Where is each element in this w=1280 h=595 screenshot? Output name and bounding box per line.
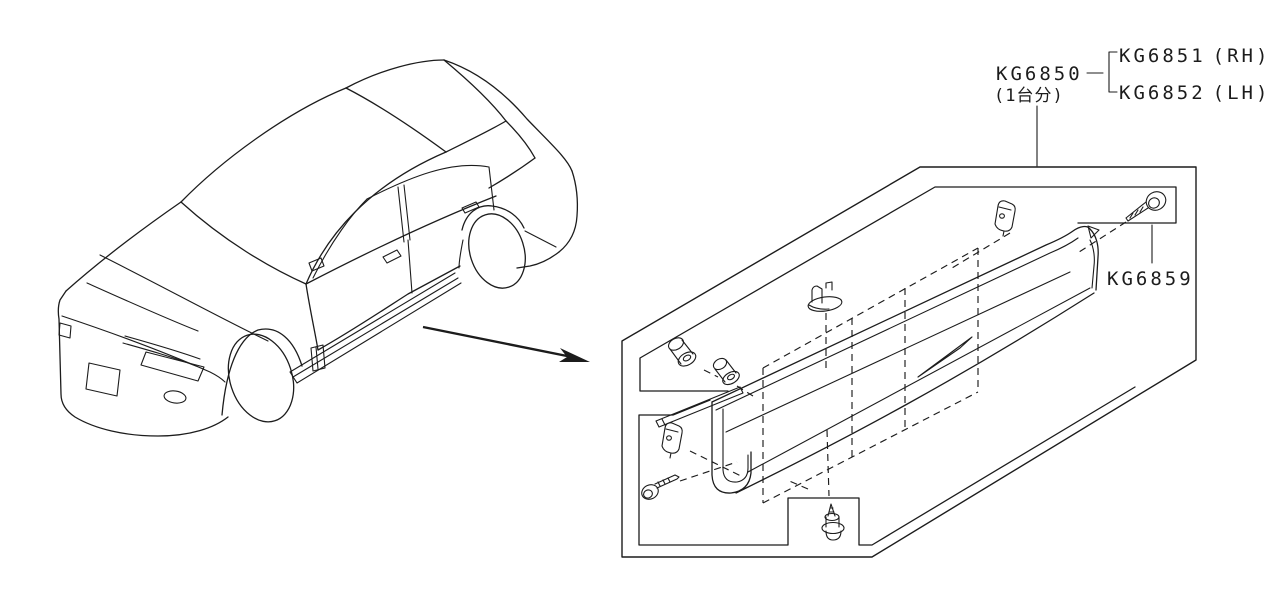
dome-clip bbox=[807, 281, 843, 312]
part-highlight-wedge bbox=[917, 336, 973, 378]
rear-wheel-arch bbox=[461, 205, 525, 231]
left-clip bbox=[661, 422, 683, 459]
inner-frame-top bbox=[639, 186, 1177, 392]
phantom-top-diagonal bbox=[762, 247, 979, 369]
side-window-top bbox=[366, 164, 490, 200]
garnish-strip bbox=[655, 386, 744, 428]
c-pillar-edge bbox=[505, 120, 536, 159]
leader-top-clip bbox=[951, 232, 1011, 269]
rear-wheel bbox=[468, 213, 526, 289]
rear-deck-line bbox=[488, 157, 536, 189]
roof-front-edge bbox=[345, 87, 447, 153]
side-mirror bbox=[308, 257, 325, 272]
beltline bbox=[305, 195, 497, 285]
phantom-lines bbox=[679, 221, 1127, 504]
front-door-edge bbox=[305, 283, 319, 351]
part-top-edge bbox=[711, 225, 1099, 403]
lh-code: KG6852 bbox=[1119, 82, 1206, 104]
part-mid-line bbox=[725, 271, 1071, 433]
hood-left-edge bbox=[65, 201, 182, 292]
door-divider bbox=[407, 239, 413, 294]
rear-silhouette bbox=[443, 59, 573, 172]
strip-outline bbox=[655, 386, 744, 428]
leader-grommets bbox=[703, 369, 754, 397]
a-pillar-silhouette bbox=[180, 87, 347, 203]
front-window-edge bbox=[312, 198, 368, 279]
part-ridge-line bbox=[715, 237, 1079, 411]
part-bottom-edge bbox=[735, 292, 1095, 494]
rh-side: (RH) bbox=[1213, 45, 1271, 67]
rh-code: KG6851 bbox=[1119, 45, 1206, 67]
roof-top-edge bbox=[345, 59, 445, 89]
label-lh-part: KG6852 (LH) bbox=[1119, 82, 1270, 104]
label-assembly-code: KG6850 bbox=[996, 63, 1083, 85]
cowl-line bbox=[180, 201, 307, 285]
rear-door-handle bbox=[461, 201, 480, 214]
rear-bumper-bottom bbox=[516, 251, 560, 269]
side-sill-spoiler-part bbox=[711, 225, 1100, 494]
callout-leaders bbox=[1036, 51, 1153, 264]
leader-dome-clip bbox=[825, 313, 830, 497]
quarter-window-divider bbox=[488, 166, 495, 211]
kg6859-screw bbox=[1125, 191, 1167, 222]
label-rh-part: KG6851 (RH) bbox=[1119, 45, 1270, 67]
part-end-inner-curve bbox=[1089, 239, 1095, 289]
inner-frame-bottom bbox=[638, 386, 1136, 546]
arch-flange bbox=[310, 344, 326, 372]
leader-kg6859-screw bbox=[1075, 221, 1127, 255]
left-screw bbox=[641, 474, 680, 500]
push-rivet bbox=[821, 503, 845, 541]
roof-rear-edge bbox=[443, 59, 507, 122]
pointer-arrow bbox=[422, 325, 590, 362]
bracket bbox=[1108, 51, 1118, 93]
trunk-right-edge bbox=[558, 170, 578, 253]
arrow-head-icon bbox=[559, 348, 590, 362]
grommet-a bbox=[667, 337, 697, 367]
license-plate bbox=[85, 362, 121, 397]
label-assembly-qty: (1台分) bbox=[994, 86, 1064, 106]
hood-crease-1 bbox=[99, 254, 269, 342]
label-kg6859: KG6859 bbox=[1107, 268, 1194, 290]
leader-rivet bbox=[786, 479, 809, 490]
grille-slats bbox=[122, 335, 201, 367]
arrow-shaft bbox=[422, 325, 573, 359]
b-pillar bbox=[397, 184, 411, 243]
hood-crease-2 bbox=[86, 282, 199, 332]
part-left-cap bbox=[711, 401, 752, 494]
outer-frame bbox=[621, 166, 1197, 558]
part-left-cap-inner bbox=[722, 408, 749, 483]
door-bottom-line bbox=[317, 265, 461, 351]
fog-light bbox=[163, 390, 187, 404]
leader-left-screw bbox=[679, 461, 738, 482]
vehicle-illustration bbox=[57, 59, 578, 437]
windshield-right-pillar bbox=[305, 151, 447, 285]
side-sill-lines bbox=[289, 272, 462, 384]
part-end-flag bbox=[1087, 225, 1100, 239]
top-clip bbox=[994, 200, 1016, 237]
grommet-b bbox=[712, 357, 740, 386]
roof-side-rail bbox=[445, 120, 507, 153]
front-wheel bbox=[227, 333, 295, 423]
front-bumper-outline bbox=[57, 290, 229, 437]
phantom-bottom-diagonal bbox=[762, 391, 979, 504]
front-door-handle bbox=[382, 249, 402, 264]
front-wheel-arch bbox=[221, 328, 303, 416]
leader-left-clip bbox=[689, 450, 742, 477]
part-bottom-inner bbox=[747, 287, 1091, 473]
marker-light bbox=[58, 322, 72, 339]
rear-door-edge bbox=[458, 239, 464, 269]
exploded-view bbox=[621, 166, 1197, 558]
lh-side: (LH) bbox=[1213, 82, 1271, 104]
rear-lower-body bbox=[524, 230, 557, 248]
